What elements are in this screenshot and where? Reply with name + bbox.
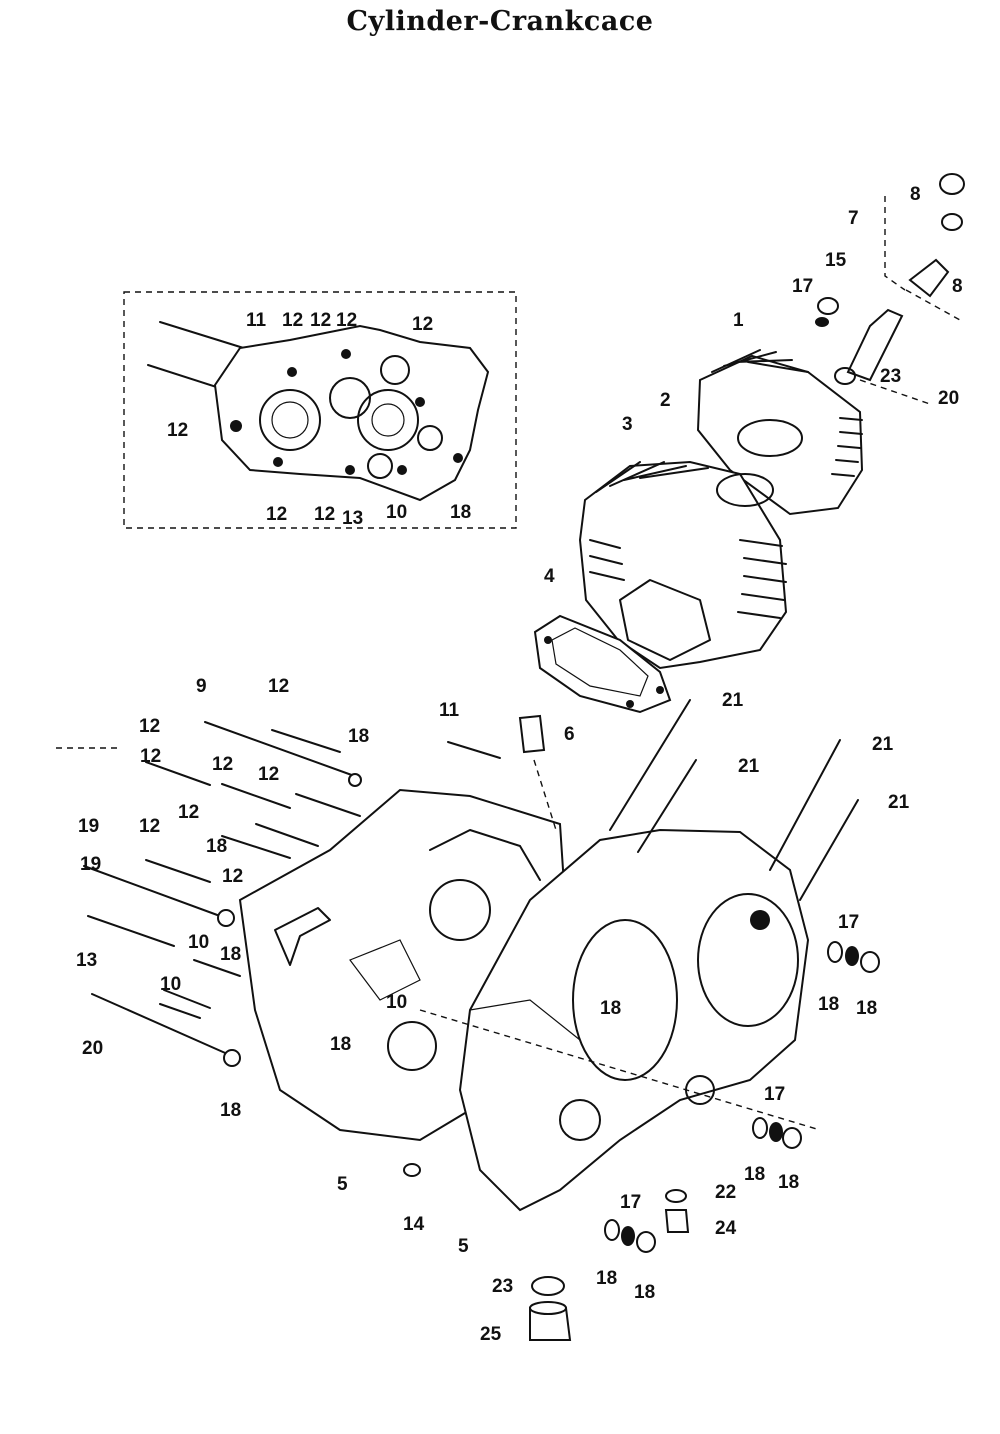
inset-crankcase-view xyxy=(123,291,517,529)
callout-7: 7 xyxy=(848,208,859,229)
diagram-title: Cylinder-Crankcace xyxy=(346,6,654,37)
callout-5-left: 5 xyxy=(337,1174,348,1195)
callout-8-top: 8 xyxy=(910,184,921,205)
callout-12-inset-g: 12 xyxy=(314,504,335,525)
callout-2: 2 xyxy=(660,390,671,411)
callout-5-right: 5 xyxy=(458,1236,469,1257)
callout-22: 22 xyxy=(715,1182,736,1203)
callout-1: 1 xyxy=(733,310,744,331)
callout-18-c: 18 xyxy=(220,944,241,965)
callout-17-d: 17 xyxy=(620,1192,641,1213)
callout-14: 14 xyxy=(403,1214,425,1235)
callout-12-inset-b: 12 xyxy=(310,310,331,331)
callout-18k: 18 xyxy=(206,836,227,857)
callout-12-inset-c: 12 xyxy=(336,310,357,331)
crankcase-bolts xyxy=(56,721,501,1067)
callout-12-c: 12 xyxy=(212,754,233,775)
callout-12-inset-f: 12 xyxy=(266,504,287,525)
callout-23-top: 23 xyxy=(880,366,901,387)
callout-9: 9 xyxy=(196,676,207,697)
callout-21-a: 21 xyxy=(722,690,744,711)
callout-17-b: 17 xyxy=(838,912,859,933)
callout-12o: 12 xyxy=(140,746,161,767)
callout-15: 15 xyxy=(825,250,847,271)
callout-4: 4 xyxy=(544,566,555,587)
callout-23: 23 xyxy=(492,1276,513,1297)
callout-18-inset: 18 xyxy=(450,502,471,523)
callout-18-i: 18 xyxy=(596,1268,617,1289)
callout-11: 11 xyxy=(439,700,460,721)
cylinder-studs xyxy=(609,699,859,901)
washers-and-nuts xyxy=(403,714,880,1341)
callout-12-d: 12 xyxy=(258,764,279,785)
callout-21-d: 21 xyxy=(888,792,910,813)
callout-12-b: 12 xyxy=(139,716,160,737)
cylinder-base-gasket xyxy=(533,614,672,714)
spark-plug-and-cap xyxy=(815,173,965,405)
callout-12-inset-a: 12 xyxy=(282,310,303,331)
callout-10-inset: 10 xyxy=(386,502,407,523)
callout-18-j: 18 xyxy=(634,1282,655,1303)
callout-20: 20 xyxy=(82,1038,103,1059)
callout-12-g: 12 xyxy=(222,866,243,887)
callout-24: 24 xyxy=(715,1218,737,1239)
callout-10-b: 10 xyxy=(188,932,209,953)
callout-18-b: 18 xyxy=(348,726,369,747)
callout-18-e: 18 xyxy=(818,994,839,1015)
callout-3: 3 xyxy=(622,414,633,435)
callout-17-c: 17 xyxy=(764,1084,785,1105)
callout-19a: 19 xyxy=(80,854,101,875)
callout-18-h: 18 xyxy=(778,1172,799,1193)
crankcase-right-half xyxy=(419,828,821,1212)
callout-18-d: 18 xyxy=(220,1100,241,1121)
callout-10d: 10 xyxy=(386,992,407,1013)
callout-8-bottom: 8 xyxy=(952,276,963,297)
callout-6: 6 xyxy=(564,724,575,745)
callout-12-a: 12 xyxy=(268,676,289,697)
callout-25: 25 xyxy=(480,1324,502,1345)
callout-18m: 18 xyxy=(330,1034,351,1055)
callout-21-c: 21 xyxy=(738,756,760,777)
callout-10-c: 10 xyxy=(160,974,181,995)
callout-12-inset-e: 12 xyxy=(167,420,188,441)
callout-17-top: 17 xyxy=(792,276,813,297)
callout-19: 19 xyxy=(78,816,99,837)
callout-12-f: 12 xyxy=(139,816,160,837)
callout-21-b: 21 xyxy=(872,734,894,755)
callout-18-g: 18 xyxy=(744,1164,765,1185)
callout-18l: 18 xyxy=(600,998,621,1019)
callout-13-inset: 13 xyxy=(342,508,363,529)
callout-12-e: 12 xyxy=(178,802,199,823)
callout-labels: 1 2 3 4 5 5 6 7 8 8 9 11 12 12 12 12 12 … xyxy=(76,184,963,1345)
callout-18-f: 18 xyxy=(856,998,877,1019)
callout-12-inset-d: 12 xyxy=(412,314,433,335)
cylinder-head-assembly xyxy=(578,349,864,670)
callout-20-top: 20 xyxy=(938,388,959,409)
callout-11-inset: 11 xyxy=(246,310,267,331)
callout-13: 13 xyxy=(76,950,97,971)
